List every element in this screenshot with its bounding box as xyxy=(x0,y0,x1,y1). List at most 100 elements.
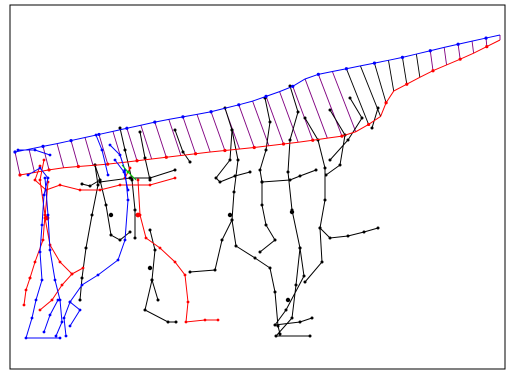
black-joint xyxy=(80,182,84,186)
black-joint xyxy=(273,290,277,294)
blue-joint xyxy=(62,316,66,320)
blue-spine-joint xyxy=(153,120,157,124)
blue-joint xyxy=(53,278,57,282)
blue-spine-joint xyxy=(428,49,432,53)
black-joint xyxy=(320,260,324,264)
spine-link xyxy=(98,134,109,165)
red-limb xyxy=(39,273,73,311)
black-limb xyxy=(99,169,176,183)
black-joint xyxy=(298,174,302,178)
red-joint xyxy=(33,178,37,182)
red-spine-joint xyxy=(311,138,315,142)
red-joint xyxy=(173,176,177,180)
red-spine-joint xyxy=(431,69,435,73)
red-joint xyxy=(158,246,162,250)
black-joint xyxy=(148,228,152,232)
black-joint xyxy=(220,238,224,242)
black-joint xyxy=(109,233,113,237)
blue-spine-joint xyxy=(125,126,129,130)
black-joint xyxy=(174,320,178,324)
red-joint xyxy=(81,266,85,270)
spine-link xyxy=(374,62,387,103)
black-joint xyxy=(278,332,282,336)
black-joint xyxy=(290,316,294,320)
spine-link xyxy=(168,119,182,156)
black-joint xyxy=(324,173,328,177)
spine-link xyxy=(292,86,314,141)
spine-link xyxy=(429,50,434,71)
black-joint xyxy=(228,158,232,162)
spine-link xyxy=(84,137,94,166)
blue-joint xyxy=(30,316,34,320)
spine-link xyxy=(28,149,35,173)
plot-frame xyxy=(9,4,506,370)
spine-link xyxy=(42,146,50,171)
spine-link xyxy=(388,60,395,92)
red-limb xyxy=(137,179,218,323)
black-joint xyxy=(273,238,277,242)
blue-spine-joint xyxy=(181,115,185,119)
red-joint xyxy=(50,298,54,302)
red-spine-joint xyxy=(384,101,388,105)
black-joint xyxy=(153,248,157,252)
black-joint xyxy=(133,236,137,240)
red-spine-joint xyxy=(164,155,168,159)
blue-joint xyxy=(24,336,28,340)
black-joint xyxy=(370,126,374,130)
blue-joint xyxy=(34,298,38,302)
blue-spine-joint xyxy=(372,61,377,65)
black-joint xyxy=(376,226,380,230)
blue-joint xyxy=(58,336,62,340)
black-joint xyxy=(303,280,307,284)
black-joint xyxy=(181,150,185,154)
red-joint xyxy=(173,260,177,264)
blue-joint xyxy=(33,148,37,152)
red-joint xyxy=(70,272,74,276)
blue-joint xyxy=(38,250,42,254)
spine-link xyxy=(210,111,226,151)
blue-spine-joint xyxy=(41,144,45,148)
blue-joint xyxy=(126,198,130,202)
black-joint xyxy=(78,298,82,302)
red-joint xyxy=(22,303,26,307)
spine-link xyxy=(252,100,270,146)
black-joint xyxy=(264,148,268,152)
black-joint xyxy=(323,166,327,170)
blue-joint xyxy=(38,166,42,170)
black-joint xyxy=(218,180,222,184)
blue-joint xyxy=(122,170,126,174)
red-joint xyxy=(58,260,62,264)
red-joint xyxy=(33,260,37,264)
black-joint xyxy=(148,178,152,182)
black-limb xyxy=(231,129,281,335)
red-joint xyxy=(186,300,190,304)
black-limb xyxy=(325,109,346,176)
spine-link xyxy=(70,140,79,167)
red-limb xyxy=(29,159,46,279)
black-limb xyxy=(329,97,363,161)
black-joint xyxy=(308,334,312,338)
black-joint xyxy=(258,250,262,254)
blue-spine-joint xyxy=(97,132,101,137)
black-joint-large xyxy=(289,209,295,215)
red-joint xyxy=(144,236,148,240)
black-joint xyxy=(88,184,92,188)
red-spine-joint xyxy=(76,164,80,169)
black-joint xyxy=(128,176,132,180)
blue-joint xyxy=(116,258,120,262)
black-joint xyxy=(338,163,342,167)
black-joint xyxy=(376,106,380,110)
red-spine-joint xyxy=(47,168,51,172)
blue-spine-joint xyxy=(316,72,320,76)
blue-joint xyxy=(106,173,110,177)
black-joint xyxy=(96,183,100,187)
black-joint xyxy=(328,158,332,162)
blue-joint xyxy=(78,308,82,312)
blue-joint xyxy=(60,320,64,324)
red-joint xyxy=(78,188,82,192)
spine-link xyxy=(140,125,153,160)
black-joint xyxy=(118,238,122,242)
blue-joint xyxy=(123,238,127,242)
black-limb xyxy=(189,219,233,273)
red-spine-joint xyxy=(106,162,110,166)
